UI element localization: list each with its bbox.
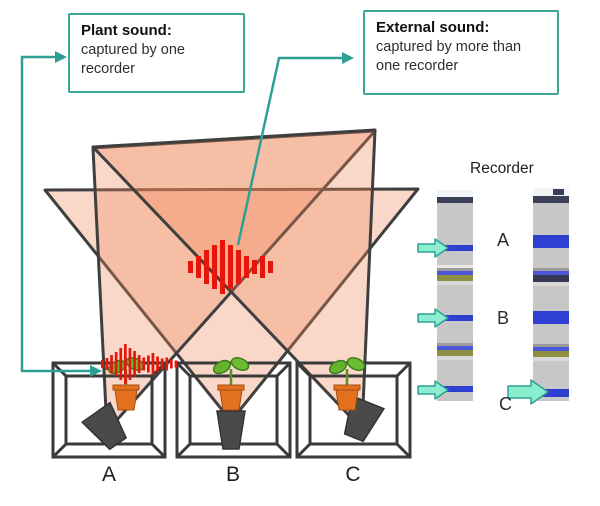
detection-cones <box>43 128 420 433</box>
chamber-label-a: A <box>101 463 116 486</box>
indicator-arrow-left-b-icon <box>417 308 449 328</box>
recorder-mics <box>81 394 385 451</box>
mic-b-icon <box>216 410 246 450</box>
indicator-arrow-right-c-icon <box>507 379 549 405</box>
external-sound-callout: External sound: captured by more than on… <box>363 10 559 95</box>
spectrogram-strip-left <box>437 190 473 401</box>
spectrogram-strip-right <box>533 188 569 401</box>
external-sound-callout-title: External sound: <box>376 19 490 36</box>
plant-sound-callout: Plant sound: captured by one recorder <box>68 13 245 93</box>
indicator-arrow-left-c-icon <box>417 380 449 400</box>
chamber-label-c: C <box>345 463 361 486</box>
recorder-panel-title: Recorder <box>470 160 534 177</box>
recorder-row-label-b: B <box>497 308 510 328</box>
plant-sound-callout-title: Plant sound: <box>81 22 172 39</box>
plant-sound-waveform-icon <box>101 344 178 384</box>
external-sound-waveform-icon <box>188 240 273 294</box>
cone-recorder-c <box>91 128 377 431</box>
annotation-connectors <box>20 55 343 373</box>
plant-c-icon <box>328 357 366 411</box>
mic-a-icon <box>81 401 128 451</box>
arrowhead-to-plant-waveform-icon <box>90 365 102 377</box>
plant-sound-connector-line <box>20 55 92 373</box>
strip-time-marker <box>553 189 564 195</box>
recorder-row-label-a: A <box>497 230 510 250</box>
cone-recorder-b <box>43 187 420 423</box>
plant-b-icon <box>212 357 250 411</box>
indicator-arrow-left-a-icon <box>417 238 449 258</box>
recorder-row-label-c: C <box>499 394 512 414</box>
external-sound-callout-body: captured by more than one recorder <box>376 39 522 75</box>
chamber-boxes <box>51 361 412 459</box>
connector-arrowheads <box>55 51 354 377</box>
external-sound-connector-line <box>236 56 343 246</box>
arrowhead-to-external-box-icon <box>342 52 354 64</box>
chamber-label-b: B <box>225 463 240 486</box>
arrowhead-to-plant-box-icon <box>55 51 67 63</box>
plant-sound-callout-body: captured by one recorder <box>81 42 185 78</box>
indicator-arrows <box>417 238 549 405</box>
